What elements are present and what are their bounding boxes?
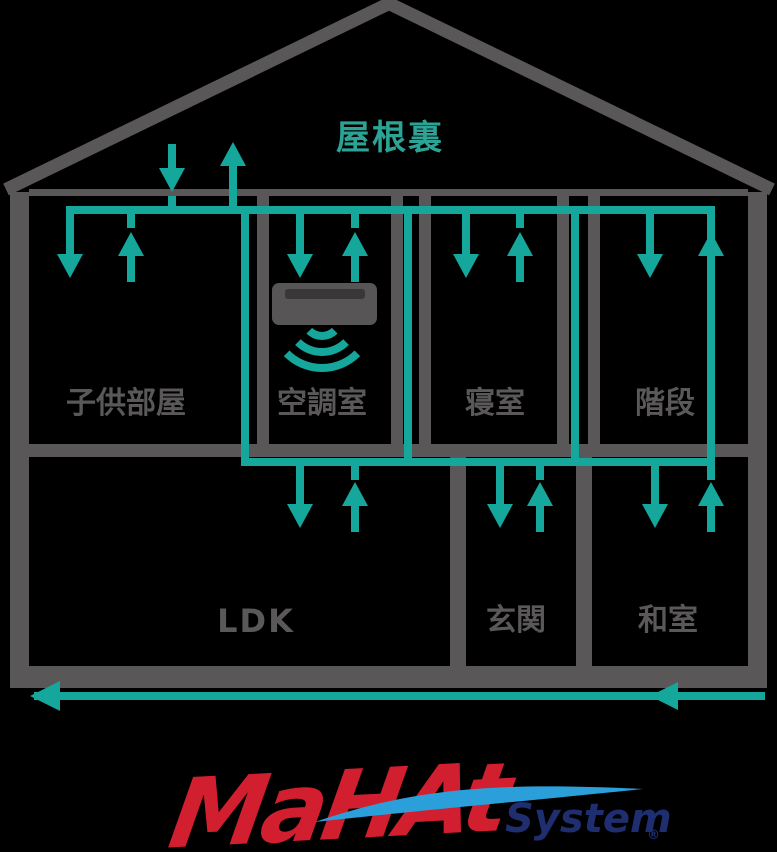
room-label-ac-room: 空調室 — [277, 386, 367, 421]
interior-wall-2f — [557, 196, 569, 444]
airflow-left-arrow-icon — [650, 682, 678, 710]
room-label-japanese-room: 和室 — [638, 603, 698, 638]
registered-trademark-mark: ® — [647, 828, 660, 843]
duct-vertical — [571, 206, 579, 462]
supply-duct-line — [66, 206, 715, 214]
room-label-entrance: 玄関 — [486, 603, 546, 638]
ground-floor-slab — [10, 666, 767, 688]
mahat-system-logo: MaHAt System ® — [162, 741, 671, 852]
logo-system-text: System — [505, 796, 672, 842]
interior-wall-1f — [576, 457, 592, 666]
airflow-left-arrow-icon — [30, 681, 60, 711]
roof-right-slope — [384, 0, 775, 196]
interior-wall-2f — [391, 196, 403, 444]
room-label-stairs: 階段 — [635, 386, 695, 421]
interior-wall-1f — [450, 457, 466, 666]
duct-vertical — [241, 206, 249, 462]
duct-line-1f — [241, 458, 715, 466]
attic-ceiling-line — [29, 189, 748, 196]
duct-vertical — [707, 206, 715, 462]
second-floor-slab — [29, 444, 748, 457]
room-label-bedroom: 寝室 — [465, 386, 525, 421]
interior-wall-2f — [419, 196, 431, 444]
room-label-ldk: LDK — [217, 602, 295, 640]
roof-left-slope — [3, 0, 394, 196]
left-exterior-wall — [10, 192, 29, 688]
attic-label: 屋根裏 — [336, 118, 444, 158]
logo-swoosh-icon — [315, 786, 643, 822]
right-exterior-wall — [748, 192, 767, 688]
interior-wall-2f — [588, 196, 600, 444]
duct-vertical — [404, 206, 412, 462]
interior-wall-2f — [257, 196, 269, 444]
room-label-kids-room: 子供部屋 — [66, 386, 186, 421]
